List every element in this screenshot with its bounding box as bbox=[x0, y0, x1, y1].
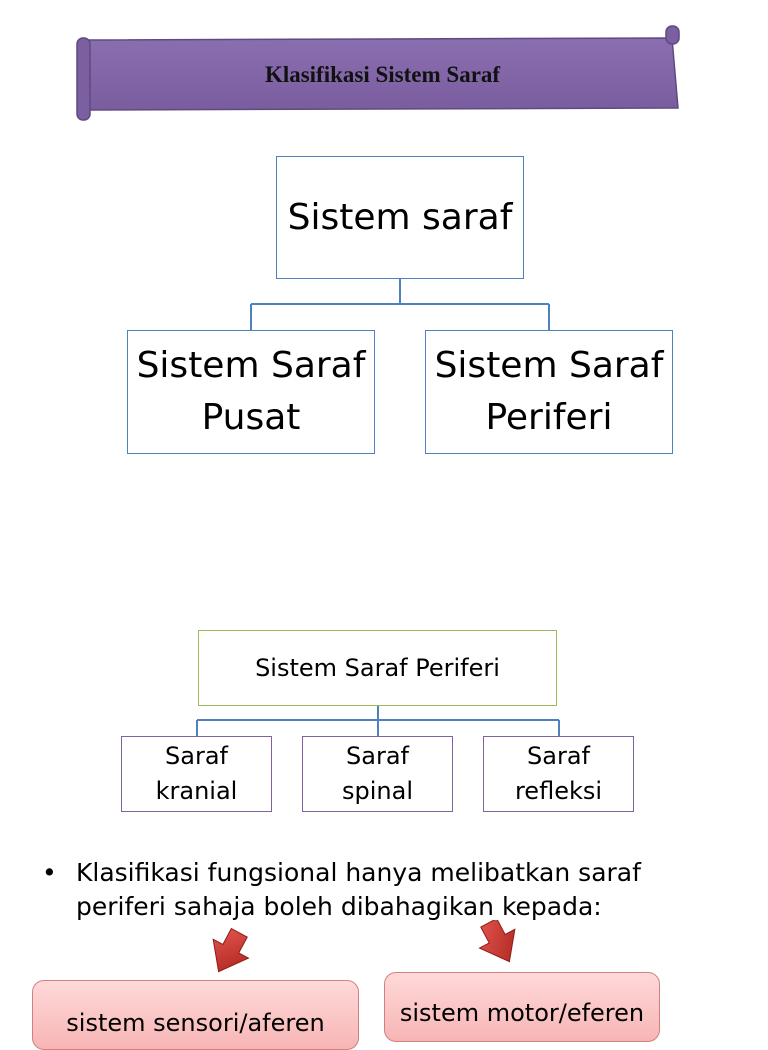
bullet-line1: Klasifikasi fungsional hanya melibatkan … bbox=[76, 858, 641, 887]
node-sistem-saraf-periferi: Sistem Saraf Periferi bbox=[425, 330, 673, 454]
root-node-label: Sistem Saraf Periferi bbox=[255, 653, 500, 682]
title-scroll-banner bbox=[76, 25, 680, 121]
node-label-line2: kranial bbox=[155, 777, 238, 805]
root-node-label: Sistem saraf bbox=[287, 196, 513, 238]
node-label-line2: refleksi bbox=[514, 777, 603, 805]
motor-eferen-label: sistem motor/eferen bbox=[399, 999, 645, 1027]
node-saraf-spinal: Saraf spinal bbox=[302, 736, 453, 812]
node-saraf-refleksi: Saraf refleksi bbox=[483, 736, 634, 812]
node-sistem-saraf-pusat: Sistem Saraf Pusat bbox=[127, 330, 375, 454]
node-label-line1: Saraf bbox=[527, 742, 590, 770]
node-label-line1: Saraf bbox=[346, 742, 409, 770]
root-node-sistem-saraf: Sistem saraf bbox=[276, 156, 524, 279]
root-node-sistem-saraf-periferi: Sistem Saraf Periferi bbox=[198, 630, 557, 706]
node-saraf-kranial: Saraf kranial bbox=[121, 736, 272, 812]
node-label-line2: Pusat bbox=[201, 397, 301, 438]
arrows-layer bbox=[212, 920, 516, 973]
node-label-line1: Sistem Saraf bbox=[136, 345, 366, 386]
node-label-line1: Sistem Saraf bbox=[434, 345, 664, 386]
page-title: Klasifikasi Sistem Saraf bbox=[264, 62, 501, 87]
diagram2-connectors bbox=[196, 706, 560, 736]
node-label-line1: Saraf bbox=[165, 742, 228, 770]
bullet-line2: periferi sahaja boleh dibahagikan kepada… bbox=[76, 892, 602, 921]
diagram1-connectors bbox=[250, 279, 550, 330]
node-label-line2: spinal bbox=[342, 777, 413, 805]
down-arrow-left-icon bbox=[212, 927, 250, 973]
down-arrow-right-icon bbox=[478, 920, 516, 963]
node-label-line2: Periferi bbox=[485, 397, 613, 438]
motor-eferen-box: sistem motor/eferen bbox=[384, 972, 660, 1042]
bullet-icon: • bbox=[42, 858, 57, 887]
sensori-aferen-box: sistem sensori/aferen bbox=[32, 980, 359, 1050]
sensori-aferen-label: sistem sensori/aferen bbox=[66, 1009, 325, 1037]
